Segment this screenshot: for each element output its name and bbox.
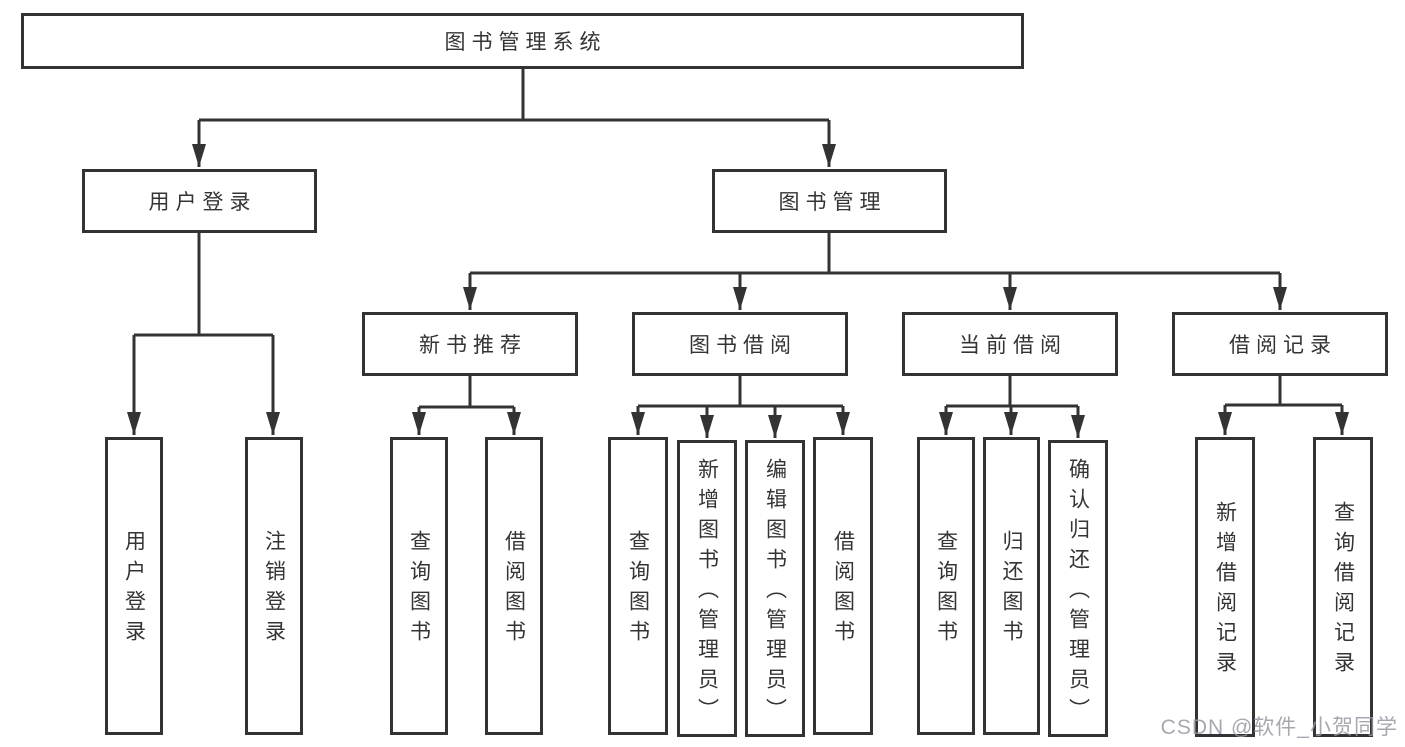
watermark: CSDN @软件_小贺同学	[1160, 716, 1398, 739]
leaf-current-query-book: 查询图书	[917, 437, 975, 735]
node-label: 编辑图书（管理员）	[763, 457, 787, 728]
leaf-borrowing-borrow-book: 借阅图书	[813, 437, 873, 735]
leaf-records-query-record: 查询借阅记录	[1313, 437, 1373, 737]
node-label: 归还图书	[1000, 530, 1023, 650]
node-label: 借阅图书	[831, 530, 855, 650]
leaf-current-confirm-return-admin: 确认归还（管理员）	[1048, 440, 1108, 737]
node-label: 新书推荐	[419, 334, 527, 357]
node-label: 新增借阅记录	[1213, 501, 1237, 681]
leaf-borrowing-edit-book-admin: 编辑图书（管理员）	[745, 440, 805, 737]
leaf-borrowing-add-book-admin: 新增图书（管理员）	[677, 440, 737, 737]
leaf-records-add-record: 新增借阅记录	[1195, 437, 1255, 737]
node-label: 查询图书	[934, 530, 958, 650]
node-label: 图书管理系统	[444, 31, 607, 54]
leaf-borrowing-query-book: 查询图书	[608, 437, 668, 735]
node-label: 确认归还（管理员）	[1066, 457, 1090, 728]
leaf-logout: 注销登录	[245, 437, 303, 735]
node-book-borrowing: 图书借阅	[632, 312, 848, 376]
leaf-recommend-borrow-book: 借阅图书	[485, 437, 543, 735]
node-new-book-recommend: 新书推荐	[362, 312, 578, 376]
node-label: 用户登录	[148, 191, 257, 214]
node-current-borrowing: 当前借阅	[902, 312, 1118, 376]
leaf-recommend-query-book: 查询图书	[390, 437, 448, 735]
node-label: 借阅图书	[502, 530, 526, 650]
node-book-management: 图书管理	[712, 169, 947, 233]
node-label: 查询图书	[407, 530, 431, 650]
node-label: 查询图书	[626, 530, 650, 650]
leaf-current-return-book: 归还图书	[983, 437, 1040, 735]
node-label: 用户登录	[122, 530, 146, 650]
node-label: 图书管理	[778, 191, 887, 214]
node-label: 借阅记录	[1229, 334, 1337, 357]
node-user-login: 用户登录	[82, 169, 317, 233]
node-borrowing-records: 借阅记录	[1172, 312, 1388, 376]
node-label: 图书借阅	[689, 334, 797, 357]
leaf-user-login: 用户登录	[105, 437, 163, 735]
node-label: 注销登录	[262, 530, 286, 650]
node-label: 当前借阅	[959, 334, 1067, 357]
node-label: 新增图书（管理员）	[695, 457, 719, 728]
node-label: 查询借阅记录	[1331, 501, 1355, 681]
node-library-system: 图书管理系统	[21, 13, 1024, 69]
